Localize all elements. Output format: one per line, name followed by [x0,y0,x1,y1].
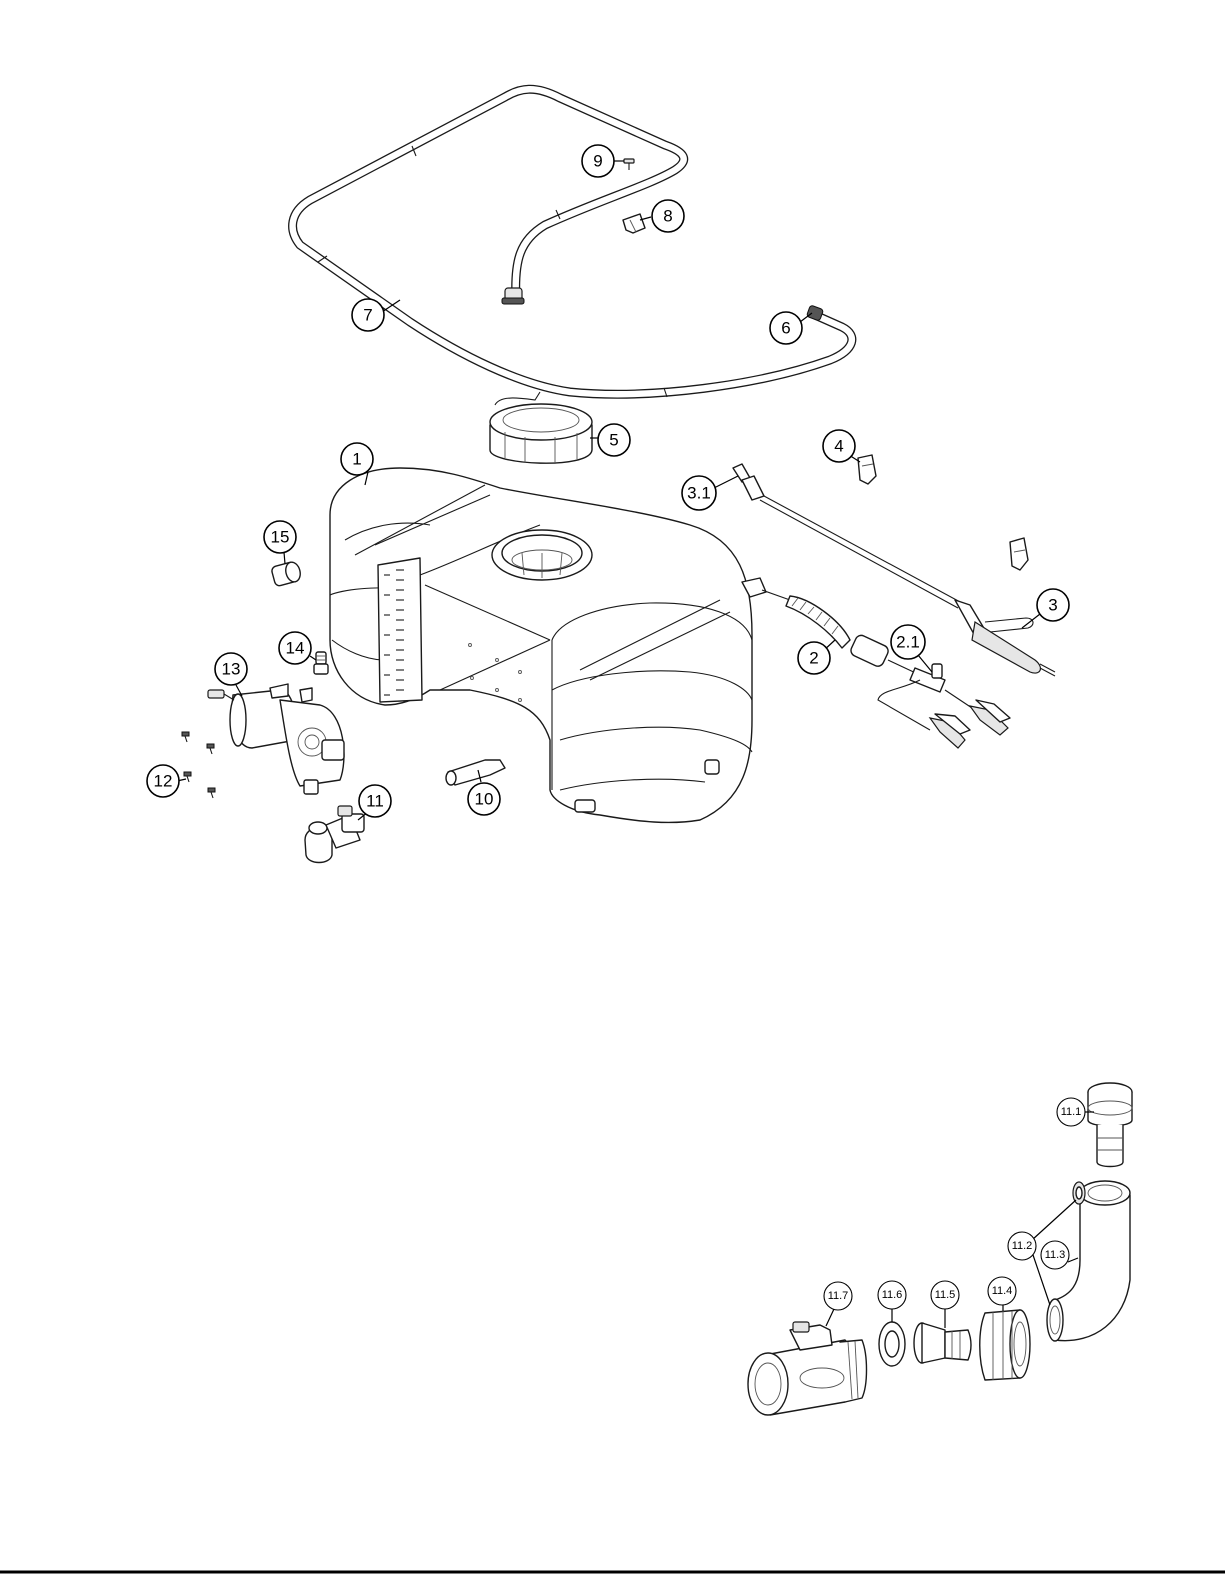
callout-label: 15 [271,528,290,547]
return-hose-part [293,89,852,397]
callout-label: 14 [286,639,305,658]
callout-label: 11 [366,792,384,811]
callout-9: 9 [582,145,614,177]
callout-label: 11.4 [992,1285,1013,1297]
callout-label: 7 [363,306,372,325]
callout-label: 11.2 [1012,1240,1033,1252]
callout-2-1: 2.1 [891,625,925,659]
callout-3: 3 [1037,589,1069,621]
fitting-part-15 [271,561,303,587]
tank-lid-part [490,392,592,464]
callout-12: 12 [147,765,179,797]
callout-label: 3 [1048,596,1057,615]
callout-label: 12 [154,772,173,791]
valve-assembly-part [305,806,364,863]
callout-11-6: 11.6 [878,1281,906,1309]
callout-label: 9 [593,152,602,171]
washer-part-11-6 [879,1322,905,1366]
callout-3-1: 3.1 [682,476,716,510]
callout-label: 5 [609,431,618,450]
callout-11: 11 [359,785,391,817]
callout-2: 2 [798,642,830,674]
callout-4: 4 [823,430,855,462]
callout-10: 10 [468,783,500,815]
callout-label: 3.1 [687,484,711,503]
callout-6: 6 [770,312,802,344]
callout-5: 5 [598,424,630,456]
callout-label: 2.1 [896,633,920,652]
nut-part-11-4 [980,1310,1030,1380]
callout-14: 14 [279,632,311,664]
callout-label: 13 [222,660,241,679]
clip-part-8 [623,214,645,233]
callout-1: 1 [341,443,373,475]
callout-7: 7 [352,299,384,331]
callout-label: 11.6 [882,1289,903,1301]
callout-15: 15 [264,521,296,553]
callout-13: 13 [215,653,247,685]
callout-11-1: 11.1 [1057,1098,1085,1126]
callout-label: 4 [834,437,843,456]
callout-11-4: 11.4 [988,1277,1016,1305]
callout-label: 2 [809,649,818,668]
callout-label: 1 [352,450,361,469]
callout-label: 10 [475,790,494,809]
ball-valve-part-11-7 [748,1322,867,1415]
pump-part [208,684,344,794]
callout-label: 11.3 [1045,1249,1066,1261]
callout-11-2: 11.2 [1008,1232,1036,1260]
callout-11-5: 11.5 [931,1281,959,1309]
callout-label: 6 [781,319,790,338]
spray-tank-part [330,468,752,822]
callout-11-3: 11.3 [1041,1241,1069,1269]
callout-8: 8 [652,200,684,232]
hose-barb-part-11-1 [1088,1083,1132,1167]
callout-label: 11.5 [935,1289,956,1301]
nozzle-part-10 [446,760,505,785]
callout-11-7: 11.7 [824,1282,852,1310]
callout-label: 11.1 [1061,1106,1082,1118]
callout-label: 8 [663,207,672,226]
power-cord-part [742,578,1010,748]
valve-exploded-detail [748,1083,1132,1415]
barb-part-11-5 [914,1323,971,1363]
hose-clamp-end [502,288,524,304]
wand-holder-part [858,455,1028,570]
nipple-part-14 [314,652,328,674]
callout-label: 11.7 [828,1290,849,1302]
screws-part-12 [182,732,215,798]
screw-part-9 [624,159,634,170]
